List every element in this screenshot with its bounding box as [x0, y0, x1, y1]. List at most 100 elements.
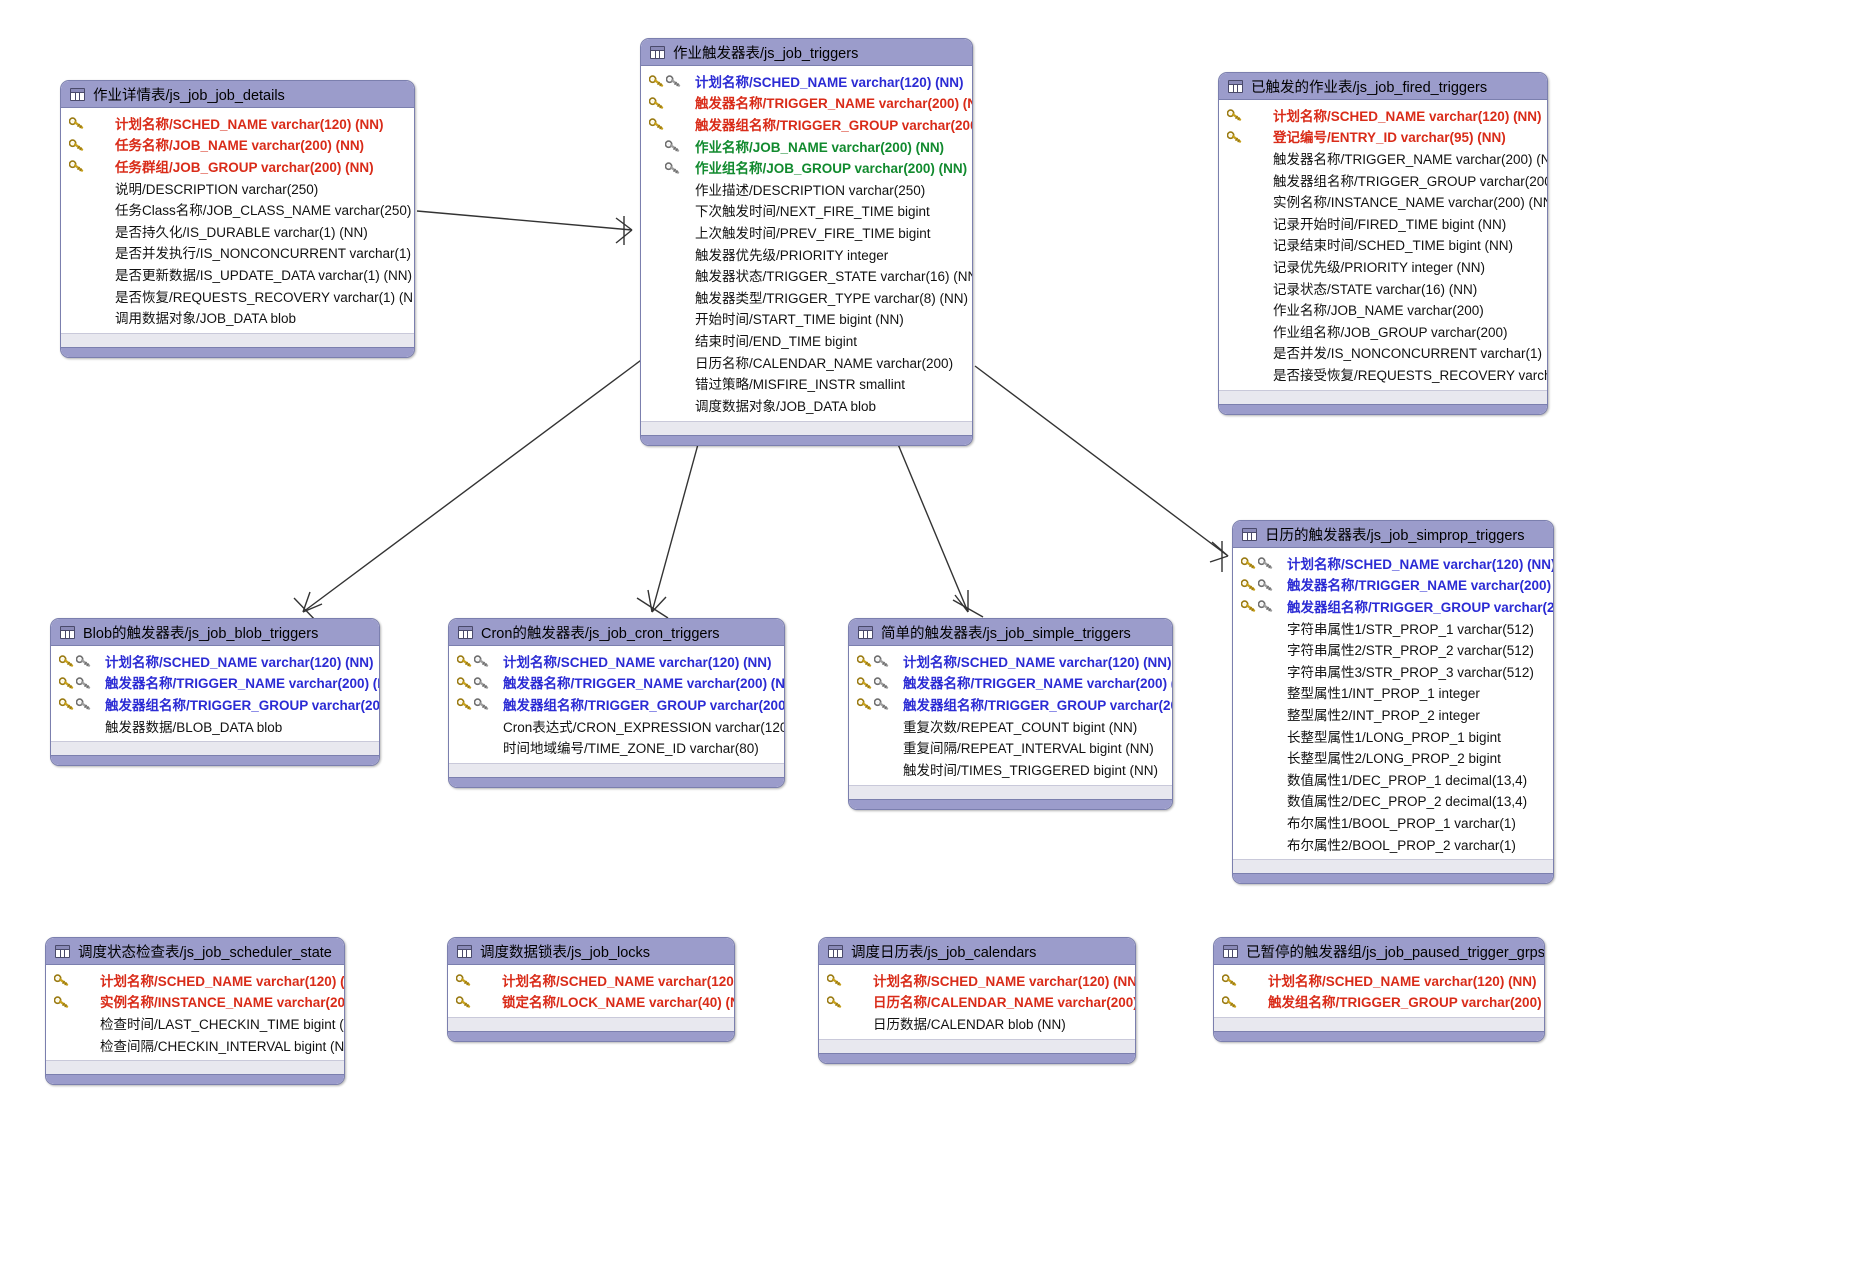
field-row[interactable]: 计划名称/SCHED_NAME varchar(120) (NN) [1233, 552, 1553, 574]
entity-simple_triggers[interactable]: 简单的触发器表/js_job_simple_triggers 计划名称/SCHED… [848, 618, 1173, 810]
field-row[interactable]: 是否并发执行/IS_NONCONCURRENT varchar(1) (NN) [61, 242, 414, 264]
field-row[interactable]: 触发器类型/TRIGGER_TYPE varchar(8) (NN) [641, 286, 972, 308]
field-row[interactable]: 上次触发时间/PREV_FIRE_TIME bigint [641, 221, 972, 243]
field-row[interactable]: 计划名称/SCHED_NAME varchar(120) (NN) [51, 650, 379, 672]
field-row[interactable]: 计划名称/SCHED_NAME varchar(120) (NN) [849, 650, 1172, 672]
entity-blob_triggers[interactable]: Blob的触发器表/js_job_blob_triggers 计划名称/SCHED… [50, 618, 380, 767]
field-row[interactable]: 检查间隔/CHECKIN_INTERVAL bigint (NN) [46, 1034, 344, 1056]
entity-header-scheduler_state[interactable]: 调度状态检查表/js_job_scheduler_state [46, 938, 344, 965]
field-row[interactable]: 计划名称/SCHED_NAME varchar(120) (NN) [819, 969, 1135, 991]
entity-header-simple_triggers[interactable]: 简单的触发器表/js_job_simple_triggers [849, 619, 1172, 646]
entity-header-job_triggers[interactable]: 作业触发器表/js_job_triggers [641, 39, 972, 66]
field-row[interactable]: 触发器组名称/TRIGGER_GROUP varchar(200) (NN) [51, 693, 379, 715]
field-row[interactable]: 调用数据对象/JOB_DATA blob [61, 306, 414, 328]
field-row[interactable]: 日历名称/CALENDAR_NAME varchar(200) (NN) [819, 991, 1135, 1013]
entity-cron_triggers[interactable]: Cron的触发器表/js_job_cron_triggers 计划名称/SCHED… [448, 618, 785, 788]
field-row[interactable]: 登记编号/ENTRY_ID varchar(95) (NN) [1219, 126, 1547, 148]
field-row[interactable]: 检查时间/LAST_CHECKIN_TIME bigint (NN) [46, 1012, 344, 1034]
field-row[interactable]: 重复间隔/REPEAT_INTERVAL bigint (NN) [849, 736, 1172, 758]
field-row[interactable]: 计划名称/SCHED_NAME varchar(120) (NN) [1214, 969, 1544, 991]
field-row[interactable]: 是否接受恢复/REQUESTS_RECOVERY varchar(1) [1219, 363, 1547, 385]
field-row[interactable]: 计划名称/SCHED_NAME varchar(120) (NN) [1219, 104, 1547, 126]
entity-header-simprop_triggers[interactable]: 日历的触发器表/js_job_simprop_triggers [1233, 521, 1553, 548]
field-row[interactable]: 实例名称/INSTANCE_NAME varchar(200) (NN) [1219, 190, 1547, 212]
field-row[interactable]: 触发器组名称/TRIGGER_GROUP varchar(200) (NN) [1219, 169, 1547, 191]
field-row[interactable]: 字符串属性2/STR_PROP_2 varchar(512) [1233, 638, 1553, 660]
field-row[interactable]: 计划名称/SCHED_NAME varchar(120) (NN) [61, 112, 414, 134]
entity-header-locks[interactable]: 调度数据锁表/js_job_locks [448, 938, 734, 965]
field-row[interactable]: 触发器名称/TRIGGER_NAME varchar(200) (NN) [449, 672, 784, 694]
field-row[interactable]: 触发器组名称/TRIGGER_GROUP varchar(200) (NN) [1233, 595, 1553, 617]
field-row[interactable]: 重复次数/REPEAT_COUNT bigint (NN) [849, 715, 1172, 737]
entity-header-blob_triggers[interactable]: Blob的触发器表/js_job_blob_triggers [51, 619, 379, 646]
field-row[interactable]: 记录优先级/PRIORITY integer (NN) [1219, 255, 1547, 277]
field-row[interactable]: 字符串属性3/STR_PROP_3 varchar(512) [1233, 660, 1553, 682]
entity-paused_trigger_grps[interactable]: 已暂停的触发器组/js_job_paused_trigger_grps 计划名称/… [1213, 937, 1545, 1043]
field-row[interactable]: 日历数据/CALENDAR blob (NN) [819, 1012, 1135, 1034]
field-row[interactable]: 说明/DESCRIPTION varchar(250) [61, 177, 414, 199]
field-row[interactable]: 是否并发/IS_NONCONCURRENT varchar(1) [1219, 342, 1547, 364]
field-row[interactable]: 触发器名称/TRIGGER_NAME varchar(200) (NN) [1219, 147, 1547, 169]
field-row[interactable]: 触发器组名称/TRIGGER_GROUP varchar(200) (NN) [449, 693, 784, 715]
field-row[interactable]: 下次触发时间/NEXT_FIRE_TIME bigint [641, 200, 972, 222]
field-row[interactable]: 错过策略/MISFIRE_INSTR smallint [641, 372, 972, 394]
entity-header-fired_triggers[interactable]: 已触发的作业表/js_job_fired_triggers [1219, 73, 1547, 100]
field-row[interactable]: 字符串属性1/STR_PROP_1 varchar(512) [1233, 617, 1553, 639]
entity-locks[interactable]: 调度数据锁表/js_job_locks 计划名称/SCHED_NAME varch… [447, 937, 735, 1043]
field-row[interactable]: 锁定名称/LOCK_NAME varchar(40) (NN) [448, 991, 734, 1013]
field-row[interactable]: 触发器数据/BLOB_DATA blob [51, 715, 379, 737]
field-row[interactable]: 触发器名称/TRIGGER_NAME varchar(200) (NN) [51, 672, 379, 694]
field-row[interactable]: 触发器组名称/TRIGGER_GROUP varchar(200) (NN) [849, 693, 1172, 715]
field-row[interactable]: 长整型属性1/LONG_PROP_1 bigint [1233, 725, 1553, 747]
field-row[interactable]: 触发器名称/TRIGGER_NAME varchar(200) (NN) [849, 672, 1172, 694]
field-row[interactable]: 触发器名称/TRIGGER_NAME varchar(200) (NN) [1233, 574, 1553, 596]
field-row[interactable]: 作业名称/JOB_NAME varchar(200) (NN) [641, 135, 972, 157]
entity-job_details[interactable]: 作业详情表/js_job_job_details 计划名称/SCHED_NAME … [60, 80, 415, 358]
field-row[interactable]: 调度数据对象/JOB_DATA blob [641, 394, 972, 416]
entity-header-calendars[interactable]: 调度日历表/js_job_calendars [819, 938, 1135, 965]
entity-job_triggers[interactable]: 作业触发器表/js_job_triggers 计划名称/SCHED_NAME va… [640, 38, 973, 446]
entity-calendars[interactable]: 调度日历表/js_job_calendars 计划名称/SCHED_NAME va… [818, 937, 1136, 1064]
field-row[interactable]: 计划名称/SCHED_NAME varchar(120) (NN) [448, 969, 734, 991]
field-row[interactable]: 开始时间/START_TIME bigint (NN) [641, 308, 972, 330]
field-row[interactable]: 整型属性2/INT_PROP_2 integer [1233, 703, 1553, 725]
field-row[interactable]: 计划名称/SCHED_NAME varchar(120) (NN) [449, 650, 784, 672]
entity-fired_triggers[interactable]: 已触发的作业表/js_job_fired_triggers 计划名称/SCHED_… [1218, 72, 1548, 415]
field-row[interactable]: 是否持久化/IS_DURABLE varchar(1) (NN) [61, 220, 414, 242]
field-row[interactable]: 日历名称/CALENDAR_NAME varchar(200) [641, 351, 972, 373]
field-row[interactable]: 是否更新数据/IS_UPDATE_DATA varchar(1) (NN) [61, 263, 414, 285]
field-row[interactable]: 整型属性1/INT_PROP_1 integer [1233, 682, 1553, 704]
field-row[interactable]: 触发器组名称/TRIGGER_GROUP varchar(200) (NN) [641, 113, 972, 135]
field-row[interactable]: 作业描述/DESCRIPTION varchar(250) [641, 178, 972, 200]
field-row[interactable]: 触发时间/TIMES_TRIGGERED bigint (NN) [849, 758, 1172, 780]
field-row[interactable]: 是否恢复/REQUESTS_RECOVERY varchar(1) (NN) [61, 285, 414, 307]
entity-header-cron_triggers[interactable]: Cron的触发器表/js_job_cron_triggers [449, 619, 784, 646]
field-row[interactable]: 记录结束时间/SCHED_TIME bigint (NN) [1219, 234, 1547, 256]
entity-scheduler_state[interactable]: 调度状态检查表/js_job_scheduler_state 计划名称/SCHED… [45, 937, 345, 1086]
field-row[interactable]: 记录开始时间/FIRED_TIME bigint (NN) [1219, 212, 1547, 234]
field-row[interactable]: Cron表达式/CRON_EXPRESSION varchar(120) (NN… [449, 715, 784, 737]
field-row[interactable]: 实例名称/INSTANCE_NAME varchar(200) (NN) [46, 991, 344, 1013]
field-row[interactable]: 触发组名称/TRIGGER_GROUP varchar(200) (NN) [1214, 991, 1544, 1013]
field-row[interactable]: 作业名称/JOB_NAME varchar(200) [1219, 298, 1547, 320]
field-row[interactable]: 任务群组/JOB_GROUP varchar(200) (NN) [61, 155, 414, 177]
field-row[interactable]: 长整型属性2/LONG_PROP_2 bigint [1233, 746, 1553, 768]
field-row[interactable]: 布尔属性1/BOOL_PROP_1 varchar(1) [1233, 811, 1553, 833]
entity-simprop_triggers[interactable]: 日历的触发器表/js_job_simprop_triggers 计划名称/SCHE… [1232, 520, 1554, 885]
field-row[interactable]: 作业组名称/JOB_GROUP varchar(200) (NN) [641, 156, 972, 178]
field-row[interactable]: 数值属性2/DEC_PROP_2 decimal(13,4) [1233, 790, 1553, 812]
field-row[interactable]: 时间地域编号/TIME_ZONE_ID varchar(80) [449, 736, 784, 758]
field-row[interactable]: 计划名称/SCHED_NAME varchar(120) (NN) [641, 70, 972, 92]
entity-header-job_details[interactable]: 作业详情表/js_job_job_details [61, 81, 414, 108]
field-row[interactable]: 触发器优先级/PRIORITY integer [641, 243, 972, 265]
field-row[interactable]: 布尔属性2/BOOL_PROP_2 varchar(1) [1233, 833, 1553, 855]
field-row[interactable]: 作业组名称/JOB_GROUP varchar(200) [1219, 320, 1547, 342]
field-row[interactable]: 计划名称/SCHED_NAME varchar(120) (NN) [46, 969, 344, 991]
field-row[interactable]: 结束时间/END_TIME bigint [641, 329, 972, 351]
field-row[interactable]: 数值属性1/DEC_PROP_1 decimal(13,4) [1233, 768, 1553, 790]
field-row[interactable]: 任务Class名称/JOB_CLASS_NAME varchar(250) (N… [61, 198, 414, 220]
entity-header-paused_trigger_grps[interactable]: 已暂停的触发器组/js_job_paused_trigger_grps [1214, 938, 1544, 965]
field-row[interactable]: 触发器状态/TRIGGER_STATE varchar(16) (NN) [641, 264, 972, 286]
field-row[interactable]: 任务名称/JOB_NAME varchar(200) (NN) [61, 134, 414, 156]
field-row[interactable]: 记录状态/STATE varchar(16) (NN) [1219, 277, 1547, 299]
